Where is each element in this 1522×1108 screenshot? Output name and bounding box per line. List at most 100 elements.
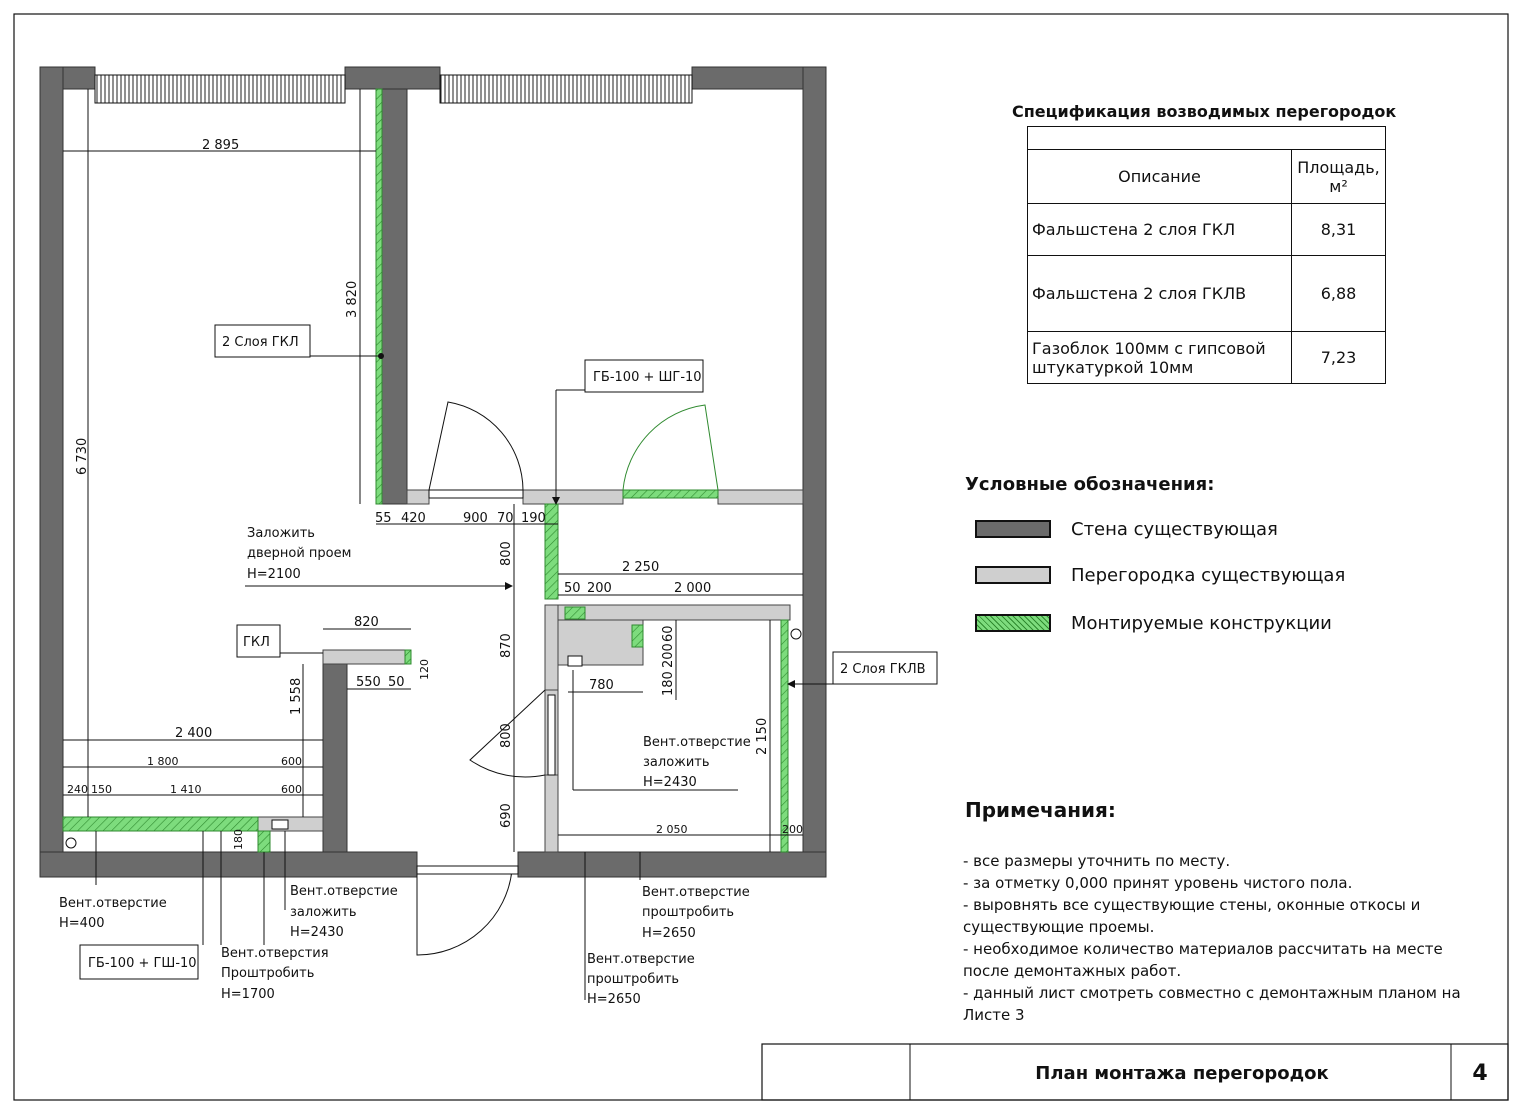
cell-area: 8,31 xyxy=(1291,203,1386,256)
note-line: заложить xyxy=(290,905,357,920)
callout-gb-shg: ГБ-100 + ШГ-10 xyxy=(584,359,704,393)
dim-label: 2 050 xyxy=(656,823,688,836)
dim-label: 420 xyxy=(401,511,426,526)
floor-plan: 2 Слоя ГКЛ ГБ-100 + ШГ-10 ГКЛ 2 Слоя ГКЛ… xyxy=(39,66,938,1007)
notes-list: - все размеры уточнить по месту. - за от… xyxy=(963,850,1483,1026)
table-row: Газоблок 100мм с гипсовой штукатуркой 10… xyxy=(1027,331,1386,384)
spec-title: Спецификация возводимых перегородок xyxy=(1012,102,1397,121)
dim-label: 240 xyxy=(67,783,88,796)
legend-swatch-icon xyxy=(975,614,1051,632)
note-line: H=400 xyxy=(59,916,104,931)
note-line: проштробить xyxy=(642,905,734,920)
existing-partitions xyxy=(62,489,804,853)
legend-label: Перегородка существующая xyxy=(1071,564,1346,586)
dim-label: 600 xyxy=(281,755,302,768)
dim-label: 50 xyxy=(564,581,581,596)
sheet-number: 4 xyxy=(1472,1060,1488,1086)
dim-label: 800 xyxy=(499,541,514,566)
dim-label: 2 400 xyxy=(175,726,212,741)
dim-label: 2 000 xyxy=(674,581,711,596)
dim-label: 1 410 xyxy=(170,783,202,796)
table-header-row: Описание Площадь, м² xyxy=(1027,149,1386,204)
dim-label: 800 xyxy=(499,723,514,748)
callout-text: 2 Слоя ГКЛ xyxy=(222,335,299,350)
dim-label: 180 xyxy=(232,829,245,850)
riser-icon xyxy=(65,837,77,849)
dim-label: 550 xyxy=(356,675,381,690)
dim-label: 2 150 xyxy=(755,718,770,755)
cell-description: Фальшстена 2 слоя ГКЛВ xyxy=(1027,255,1292,332)
note-line: Вент.отверстие xyxy=(643,735,751,750)
dim-label: 120 xyxy=(418,659,431,680)
callout-2-sloya-gkl: 2 Слоя ГКЛ xyxy=(214,324,311,358)
cell-area: 7,23 xyxy=(1291,331,1386,384)
note-item: - выровнять все существующие стены, окон… xyxy=(963,896,1421,936)
legend-swatch-icon xyxy=(975,566,1051,584)
callout-gkl: ГКЛ xyxy=(236,624,281,658)
dim-label: 60 xyxy=(661,625,676,642)
note-line: H=2430 xyxy=(290,925,344,940)
dim-label: 70 xyxy=(497,511,514,526)
leader-lines xyxy=(95,353,833,1000)
note-item: - необходимое количество материалов расс… xyxy=(963,940,1443,980)
callout-text: 2 Слоя ГКЛВ xyxy=(840,662,926,677)
dim-label: 50 xyxy=(388,675,405,690)
cell-description: Фальшстена 2 слоя ГКЛ xyxy=(1027,203,1292,256)
dim-label: 2 250 xyxy=(622,560,659,575)
note-line: Вент.отверстие xyxy=(59,896,167,911)
dim-label: 780 xyxy=(589,678,614,693)
window-left xyxy=(94,74,346,104)
legend-label: Монтируемые конструкции xyxy=(1071,612,1332,634)
note-line: Вент.отверстие xyxy=(587,952,695,967)
dim-label: 690 xyxy=(499,803,514,828)
callout-text: ГБ-100 + ШГ-10 xyxy=(593,370,702,385)
note-line: H=1700 xyxy=(221,987,275,1002)
dim-label: 3 820 xyxy=(345,281,360,318)
plan-annotations: Заложить дверной проем H=2100 Вент.отвер… xyxy=(59,526,751,1007)
note-item: - все размеры уточнить по месту. xyxy=(963,852,1231,870)
note-line: дверной проем xyxy=(247,546,351,561)
table-row xyxy=(1027,126,1386,150)
doors xyxy=(416,401,719,956)
legend-item-existing-wall: Стена существующая xyxy=(975,518,1278,540)
table-row: Фальшстена 2 слоя ГКЛВ 6,88 xyxy=(1027,255,1386,332)
title-block-frame xyxy=(761,1043,1509,1101)
callout-text: ГКЛ xyxy=(243,635,270,650)
riser-icon xyxy=(790,628,802,640)
note-line: Вент.отверстия xyxy=(221,946,329,961)
legend-swatch-icon xyxy=(975,520,1051,538)
dim-label: 55 xyxy=(375,511,392,526)
dim-label: 190 xyxy=(521,511,546,526)
dim-label: 200 xyxy=(661,643,676,668)
note-line: проштробить xyxy=(587,972,679,987)
dim-label: 150 xyxy=(91,783,112,796)
dim-label: 600 xyxy=(281,783,302,796)
table-row: Фальшстена 2 слоя ГКЛ 8,31 xyxy=(1027,203,1386,256)
cell-description: Газоблок 100мм с гипсовой штукатуркой 10… xyxy=(1027,331,1292,384)
spec-table: Описание Площадь, м² Фальшстена 2 слоя Г… xyxy=(1027,126,1386,384)
note-line: заложить xyxy=(643,755,710,770)
note-line: Проштробить xyxy=(221,966,314,981)
dim-label: 900 xyxy=(463,511,488,526)
legend-item-new-construction: Монтируемые конструкции xyxy=(975,612,1332,634)
note-item: - за отметку 0,000 принят уровень чистог… xyxy=(963,874,1353,892)
dim-label: 1 800 xyxy=(147,755,179,768)
legend-label: Стена существующая xyxy=(1071,518,1278,540)
callout-gb-shsh: ГБ-100 + ГШ-10 xyxy=(79,944,199,980)
dim-label: 820 xyxy=(354,615,379,630)
dim-label: 2 895 xyxy=(202,138,239,153)
note-item: - данный лист смотреть совместно с демон… xyxy=(963,984,1461,1024)
note-line: Вент.отверстие xyxy=(642,885,750,900)
dim-label: 200 xyxy=(782,823,803,836)
dimension-labels: 2 895 3 820 6 730 55 420 900 70 190 800 … xyxy=(67,138,803,850)
cell-area: 6,88 xyxy=(1291,255,1386,332)
window-right xyxy=(439,74,693,104)
note-line: H=2100 xyxy=(247,567,301,582)
dim-label: 180 xyxy=(661,671,676,696)
sheet-frame xyxy=(13,13,1509,1101)
note-line: H=2650 xyxy=(587,992,641,1007)
column-header-area: Площадь, м² xyxy=(1291,149,1386,204)
legend-item-existing-partition: Перегородка существующая xyxy=(975,564,1345,586)
dim-label: 6 730 xyxy=(75,438,90,475)
